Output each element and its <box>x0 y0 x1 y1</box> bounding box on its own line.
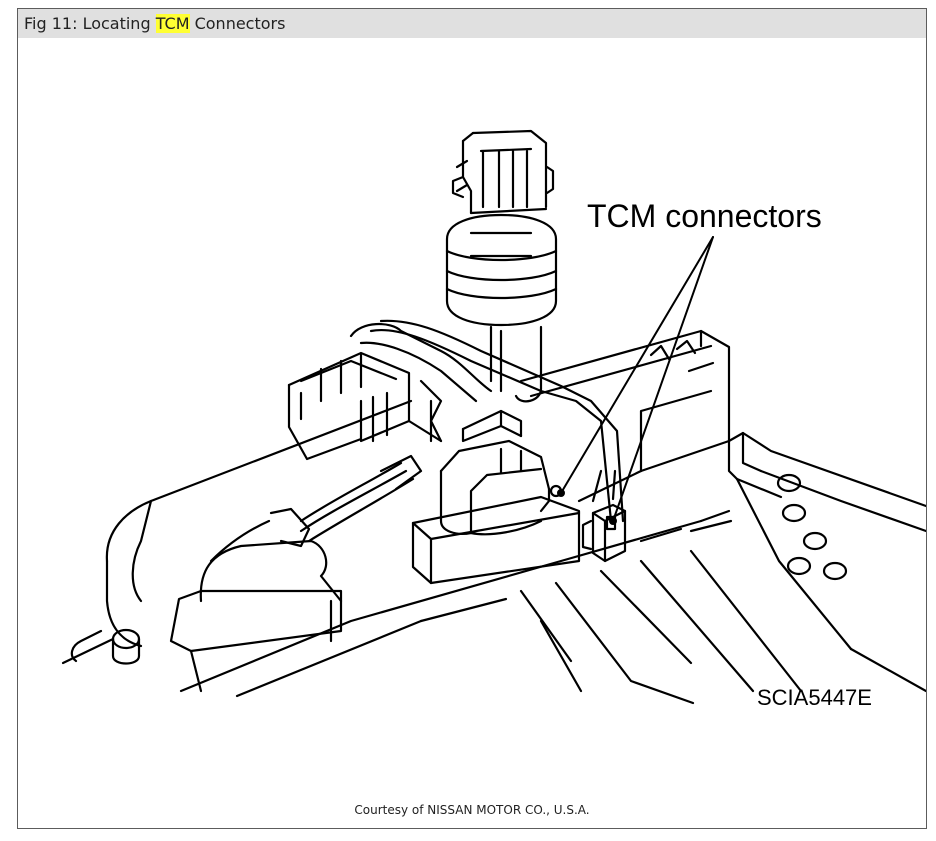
callout-label: TCM connectors <box>587 198 822 234</box>
figure-title-suffix: Connectors <box>189 14 286 33</box>
figure-title-prefix: Fig 11: Locating <box>24 14 156 33</box>
center-tcm-connector <box>411 439 581 585</box>
tcm-connector-drawing: TCM connectors SCIA5447E <box>61 129 926 710</box>
left-harness-plug <box>169 454 423 693</box>
left-connector-block <box>287 319 625 523</box>
sensor-connector-top <box>445 129 558 403</box>
drawing-code: SCIA5447E <box>757 685 872 710</box>
transmission-case <box>61 399 803 705</box>
tcm-box <box>519 329 731 503</box>
figure-frame: Fig 11: Locating TCM Connectors <box>17 8 927 829</box>
callout-leaders <box>557 236 714 525</box>
figure-title-highlight: TCM <box>155 14 190 33</box>
valve-body-plate <box>727 431 926 693</box>
courtesy-note: Courtesy of NISSAN MOTOR CO., U.S.A. <box>354 803 590 817</box>
harness-clamp <box>461 409 523 443</box>
case-pin <box>111 628 141 665</box>
right-tcm-connector <box>581 469 627 563</box>
figure-title: Fig 11: Locating TCM Connectors <box>18 9 926 38</box>
